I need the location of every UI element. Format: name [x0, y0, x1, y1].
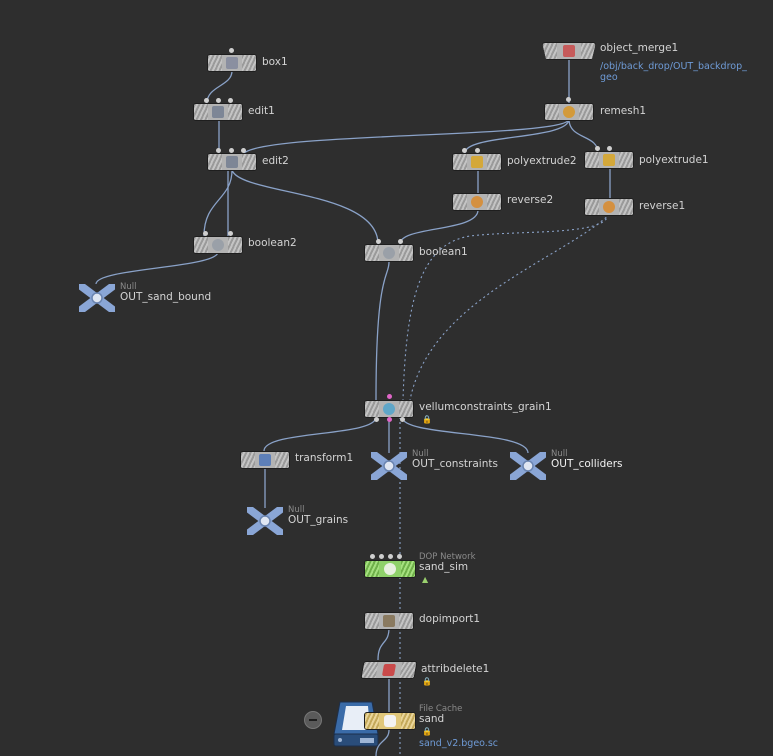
node-label: polyextrude2	[507, 155, 577, 167]
wire	[203, 169, 233, 237]
polyextrude-icon	[471, 156, 483, 168]
node-edit2[interactable]	[207, 153, 257, 171]
edit-icon	[226, 156, 238, 168]
node-transform1[interactable]	[240, 451, 290, 469]
dotted-wire	[402, 213, 609, 401]
merge-icon	[563, 45, 575, 57]
node-label: OUT_grains	[288, 514, 349, 526]
node-label: dopimport1	[419, 613, 481, 625]
node-reverse1[interactable]	[584, 198, 634, 216]
reverse-icon	[603, 201, 615, 213]
node-label: vellumconstraints_grain1	[419, 401, 552, 413]
null-out-sand-bound[interactable]	[77, 282, 117, 314]
attribdelete-icon	[381, 664, 397, 676]
node-type: Null	[412, 449, 429, 459]
boolean-icon	[383, 247, 395, 259]
cache-file-path: sand_v2.bgeo.sc	[419, 738, 499, 749]
node-label: boolean2	[248, 237, 297, 249]
null-out-grains[interactable]	[245, 505, 285, 537]
node-sand[interactable]	[364, 712, 416, 730]
node-object-merge1[interactable]	[542, 42, 596, 60]
bypass-icon[interactable]	[304, 711, 322, 729]
node-label: object_merge1	[600, 42, 679, 54]
dopimport-icon	[383, 615, 395, 627]
polyextrude-icon	[603, 154, 615, 166]
node-label: edit1	[248, 105, 275, 117]
node-label: reverse1	[639, 200, 686, 212]
node-edit1[interactable]	[193, 103, 243, 121]
null-out-constraints[interactable]	[369, 450, 409, 482]
node-type: Null	[120, 282, 137, 292]
node-label: reverse2	[507, 194, 554, 206]
node-label: OUT_constraints	[412, 458, 498, 470]
node-label: OUT_sand_bound	[120, 291, 212, 303]
node-label: edit2	[262, 155, 289, 167]
node-label: sand	[419, 713, 445, 725]
null-icon	[508, 450, 548, 482]
wire	[231, 169, 379, 245]
null-icon	[77, 282, 117, 314]
node-attribdelete1[interactable]	[360, 661, 418, 679]
node-boolean1[interactable]	[364, 244, 414, 262]
wire	[375, 261, 390, 401]
boolean-icon	[212, 239, 224, 251]
dopnet-icon	[384, 563, 396, 575]
node-remesh1[interactable]	[544, 103, 594, 121]
node-label: polyextrude1	[639, 154, 709, 166]
node-sand-sim[interactable]	[364, 560, 416, 578]
wire	[401, 416, 529, 454]
node-type: Null	[551, 449, 568, 459]
node-label: attribdelete1	[421, 663, 490, 675]
edit-icon	[212, 106, 224, 118]
vellum-icon	[383, 403, 395, 415]
node-polyextrude2[interactable]	[452, 153, 502, 171]
node-vellumconstraints-grain1[interactable]	[364, 400, 414, 418]
null-out-colliders[interactable]	[508, 450, 548, 482]
simulation-icon: ▲	[422, 575, 429, 584]
node-type: DOP Network	[419, 552, 476, 562]
lock-icon: 🔒	[422, 677, 432, 686]
node-dopimport1[interactable]	[364, 612, 414, 630]
node-label: sand_sim	[419, 561, 469, 573]
node-boolean2[interactable]	[193, 236, 243, 254]
null-icon	[245, 505, 285, 537]
wire	[263, 416, 377, 452]
transform-icon	[259, 454, 271, 466]
box-icon	[226, 57, 238, 69]
node-polyextrude1[interactable]	[584, 151, 634, 169]
null-icon	[369, 450, 409, 482]
object-path: /obj/back_drop/OUT_backdrop_geo	[600, 61, 747, 83]
node-label: OUT_colliders	[551, 458, 623, 470]
wire	[377, 627, 390, 661]
remesh-icon	[563, 106, 575, 118]
wire	[95, 251, 219, 285]
wire	[399, 209, 479, 245]
node-label: box1	[262, 56, 288, 68]
lock-icon: 🔒	[422, 727, 432, 736]
wire	[243, 118, 570, 154]
wire	[464, 118, 570, 154]
dotted-wire	[409, 213, 611, 401]
node-type: File Cache	[419, 704, 463, 714]
node-reverse2[interactable]	[452, 193, 502, 211]
node-label: remesh1	[600, 105, 647, 117]
wire	[568, 118, 599, 154]
reverse-icon	[471, 196, 483, 208]
node-label: transform1	[295, 452, 354, 464]
node-type: Null	[288, 505, 305, 515]
node-label: boolean1	[419, 246, 468, 258]
filecache-icon	[384, 715, 396, 727]
node-box1[interactable]	[207, 54, 257, 72]
lock-icon: 🔒	[422, 415, 432, 424]
